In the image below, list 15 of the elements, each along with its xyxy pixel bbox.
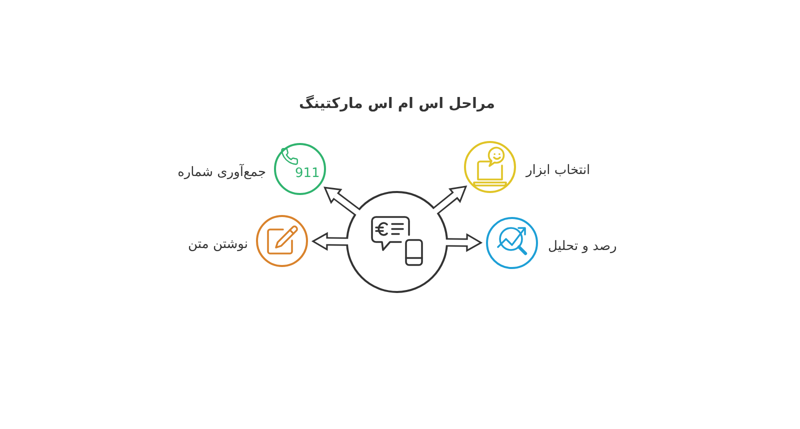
- arrow: [432, 183, 469, 214]
- step-label: جمع‌آوری شماره: [178, 164, 266, 182]
- arrow: [312, 232, 348, 250]
- step-circle: [486, 217, 538, 269]
- hub-circle: [346, 191, 448, 293]
- step-circle: [274, 143, 326, 195]
- step-label: انتخاب ابزار: [526, 162, 590, 180]
- arrow: [446, 234, 482, 252]
- number-label: 911: [295, 167, 320, 180]
- step-circle: [464, 141, 516, 193]
- diagram-title: مراحل اس ام اس مارکتینگ: [299, 94, 495, 114]
- arrow: [322, 184, 360, 216]
- step-label: نوشتن متن: [188, 236, 248, 254]
- step-circle: [256, 215, 308, 267]
- step-label: رصد و تحلیل: [548, 238, 617, 256]
